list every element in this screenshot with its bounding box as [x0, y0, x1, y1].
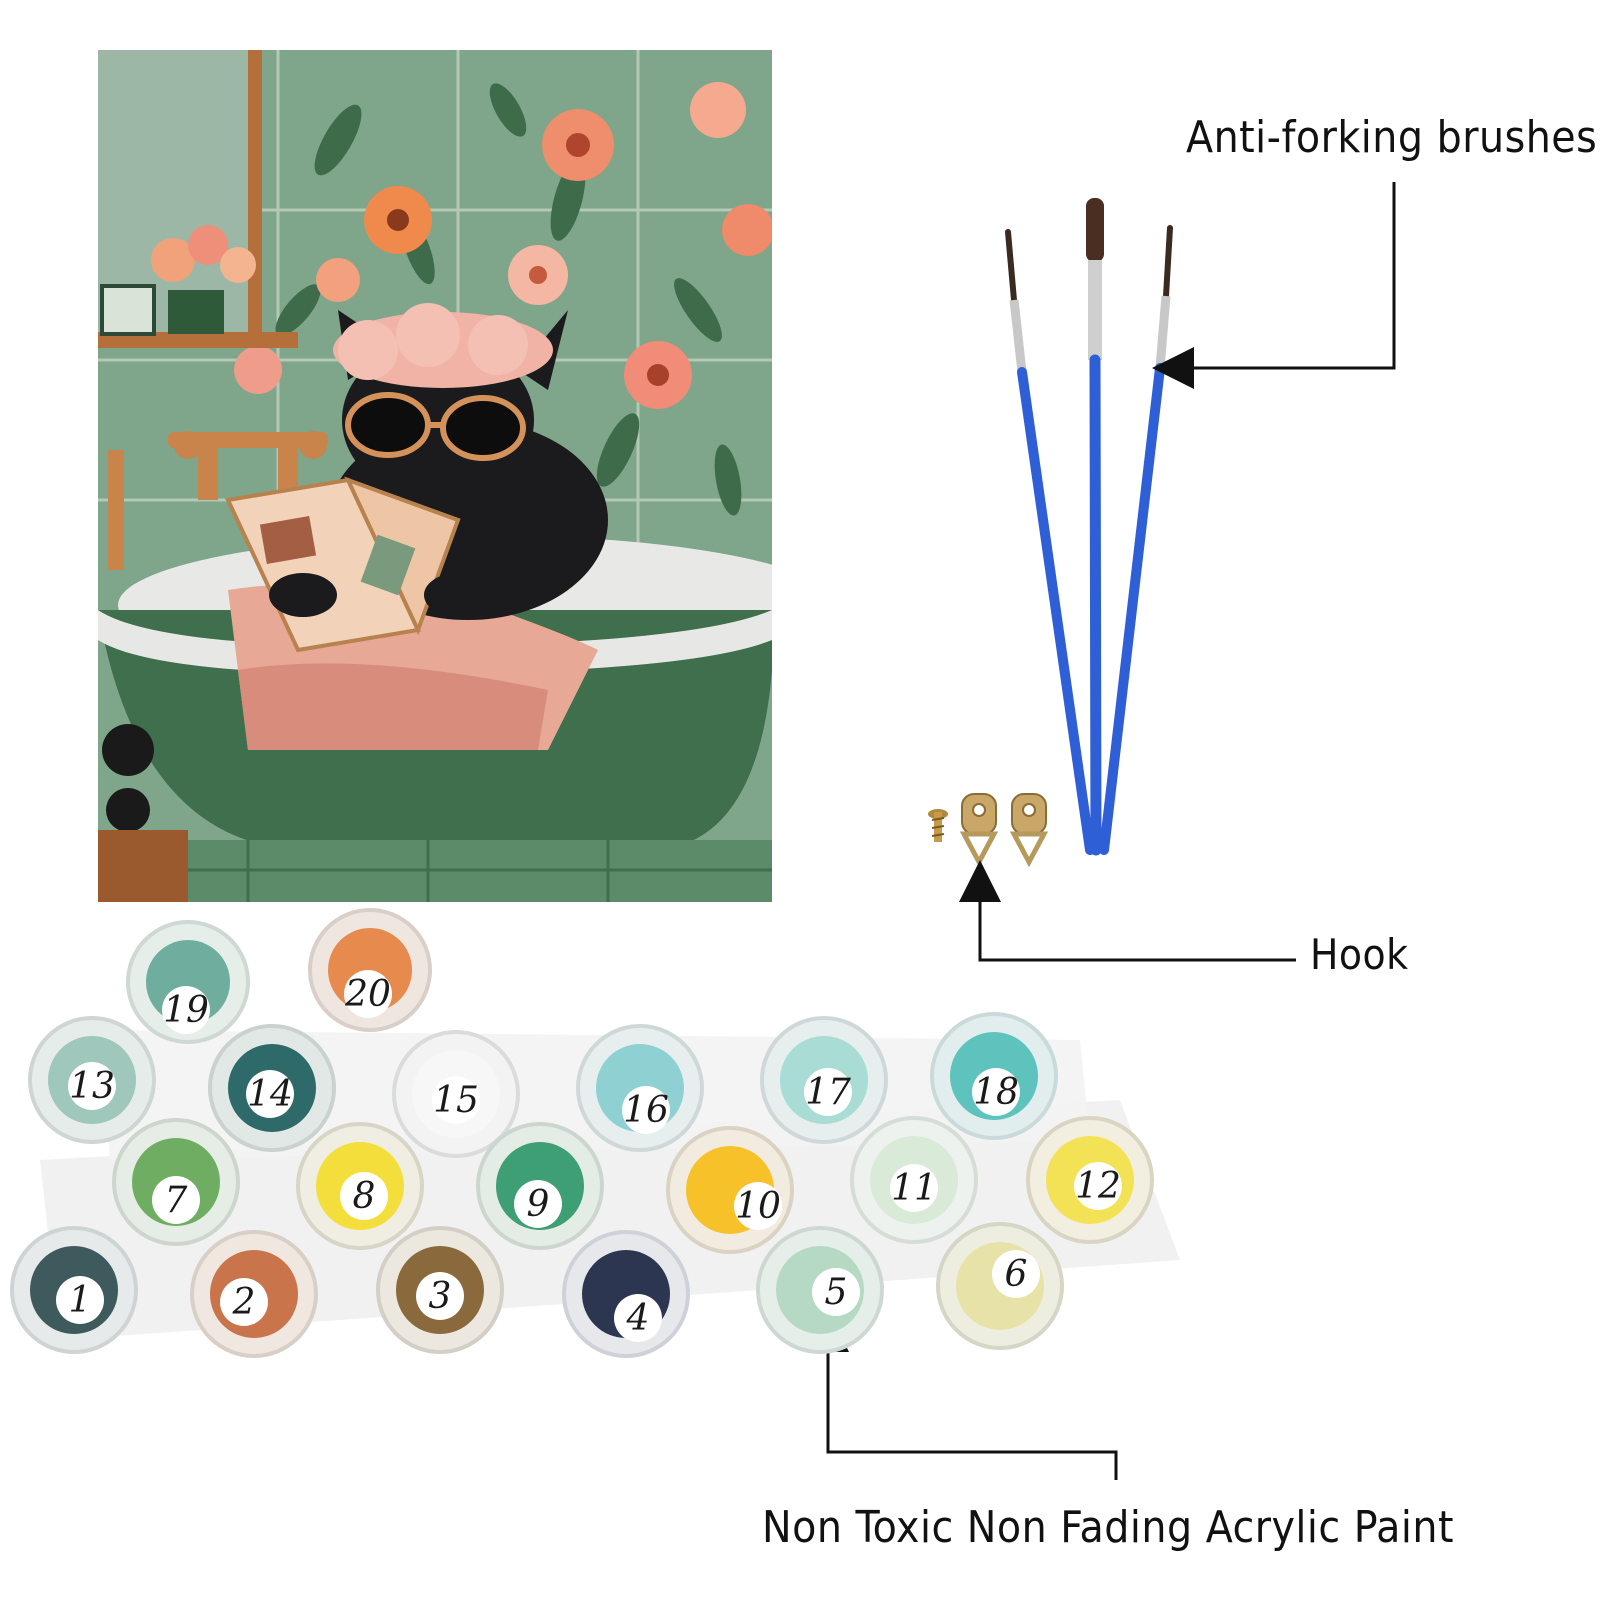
pot-number: 18 [973, 1072, 1019, 1113]
pot-number: 8 [353, 1176, 376, 1217]
paint-pot: 15 [392, 1030, 520, 1158]
paint-pot: 19 [126, 920, 250, 1044]
paint-label: Non Toxic Non Fading Acrylic Paint [762, 1502, 1455, 1553]
paint-pot: 6 [936, 1222, 1064, 1350]
cat-bathtub-painting [98, 50, 772, 902]
paint-pot: 5 [756, 1226, 884, 1354]
pot-number: 15 [433, 1080, 479, 1121]
paint-pot: 8 [296, 1122, 424, 1250]
pot-number: 19 [163, 990, 209, 1031]
pot-number: 16 [623, 1090, 669, 1131]
pot-number: 11 [891, 1168, 937, 1209]
pot-number: 10 [735, 1186, 781, 1227]
pot-number: 5 [825, 1272, 848, 1313]
paint-pot: 13 [28, 1016, 156, 1144]
paint-pot: 12 [1026, 1116, 1154, 1244]
paint-pot: 20 [308, 908, 432, 1032]
paint-pot: 4 [562, 1230, 690, 1358]
paint-pot: 18 [930, 1012, 1058, 1140]
painting-canvas [98, 50, 772, 902]
pot-number: 13 [69, 1066, 115, 1107]
pot-number: 12 [1075, 1166, 1121, 1207]
pot-number: 20 [344, 974, 391, 1015]
pot-number: 9 [527, 1184, 550, 1225]
paint-pot: 11 [850, 1116, 978, 1244]
pot-number: 6 [1005, 1254, 1028, 1295]
paint-pot: 17 [760, 1016, 888, 1144]
paint-pot: 7 [112, 1118, 240, 1246]
pot-number: 7 [165, 1180, 188, 1221]
paint-pot: 14 [208, 1024, 336, 1152]
pot-number: 1 [69, 1280, 92, 1321]
hook-label: Hook [1310, 930, 1409, 979]
paint-pot: 10 [666, 1126, 794, 1254]
brushes-label: Anti-forking brushes [1186, 112, 1598, 163]
paint-pot: 1 [10, 1226, 138, 1354]
pot-number: 3 [429, 1276, 452, 1317]
pot-number: 17 [805, 1072, 851, 1113]
paint-pot: 2 [190, 1230, 318, 1358]
pot-number: 4 [626, 1298, 650, 1339]
paint-pot: 9 [476, 1122, 604, 1250]
pot-number: 14 [247, 1074, 293, 1115]
paint-pot: 3 [376, 1226, 504, 1354]
pot-number: 2 [232, 1282, 256, 1323]
paint-pot: 16 [576, 1024, 704, 1152]
